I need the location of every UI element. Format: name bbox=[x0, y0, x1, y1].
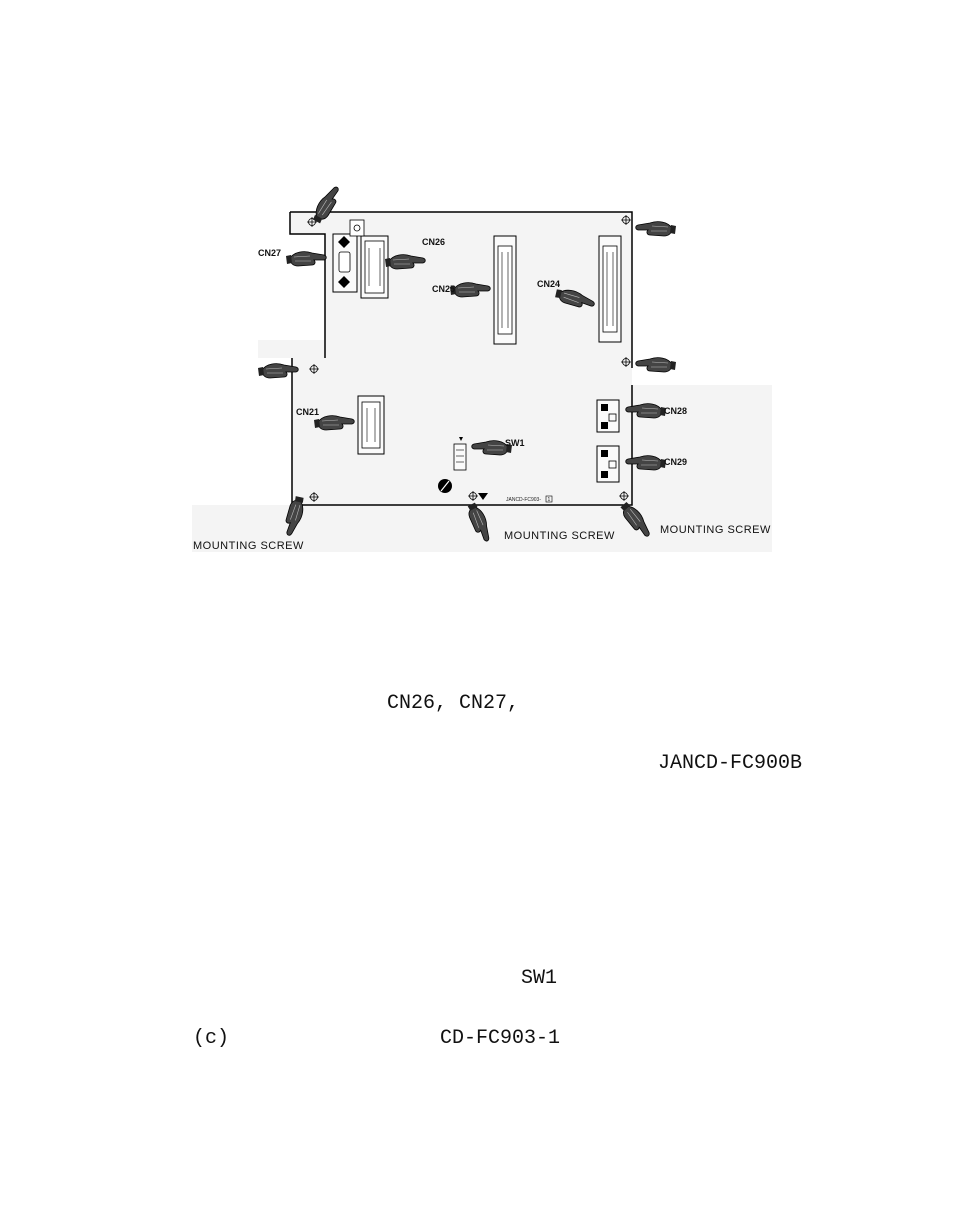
mounting-screw-label-left: MOUNTING SCREW bbox=[193, 540, 304, 552]
connector-cn29 bbox=[596, 445, 620, 483]
connector-cn25 bbox=[493, 235, 517, 345]
connector-cn24 bbox=[598, 235, 622, 343]
label-cn29: CN29 bbox=[664, 457, 687, 467]
logo-mark bbox=[478, 493, 488, 500]
connector-cn21 bbox=[357, 395, 385, 455]
board-rev: 1 bbox=[548, 497, 551, 503]
rotary-knob bbox=[438, 479, 452, 493]
board-rev-box bbox=[545, 495, 553, 503]
label-cn24: CN24 bbox=[537, 279, 560, 289]
board-edge bbox=[289, 211, 633, 506]
text-sw1: SW1 bbox=[521, 967, 558, 990]
board-id: JANCD-FC903- bbox=[506, 497, 541, 503]
connector-cn28 bbox=[596, 399, 620, 433]
text-cn26-cn27: CN26, CN27, bbox=[387, 692, 520, 715]
fg-terminal bbox=[349, 219, 365, 237]
label-cn21: CN21 bbox=[296, 407, 319, 417]
label-cn26: CN26 bbox=[422, 237, 445, 247]
connector-cn26 bbox=[360, 235, 389, 299]
label-cn25: CN25 bbox=[432, 284, 455, 294]
mounting-screw-label-right: MOUNTING SCREW bbox=[660, 524, 771, 536]
label-sw1: SW1 bbox=[505, 438, 525, 448]
connector-cn27 bbox=[332, 233, 358, 293]
text-jancd-fc900b: JANCD-FC900B bbox=[658, 752, 803, 775]
label-cn28: CN28 bbox=[664, 406, 687, 416]
text-cd-fc903-1: CD-FC903-1 bbox=[440, 1027, 561, 1050]
label-cn27: CN27 bbox=[258, 248, 281, 258]
circuit-board-diagram: CN27 CN26 CN25 CN24 CN21 CN28 CN29 SW1 J… bbox=[192, 183, 772, 552]
text-c: (c) bbox=[193, 1027, 230, 1050]
board-outline bbox=[192, 212, 772, 552]
mounting-screw-label-center: MOUNTING SCREW bbox=[504, 530, 615, 542]
switch-sw1 bbox=[453, 437, 467, 471]
